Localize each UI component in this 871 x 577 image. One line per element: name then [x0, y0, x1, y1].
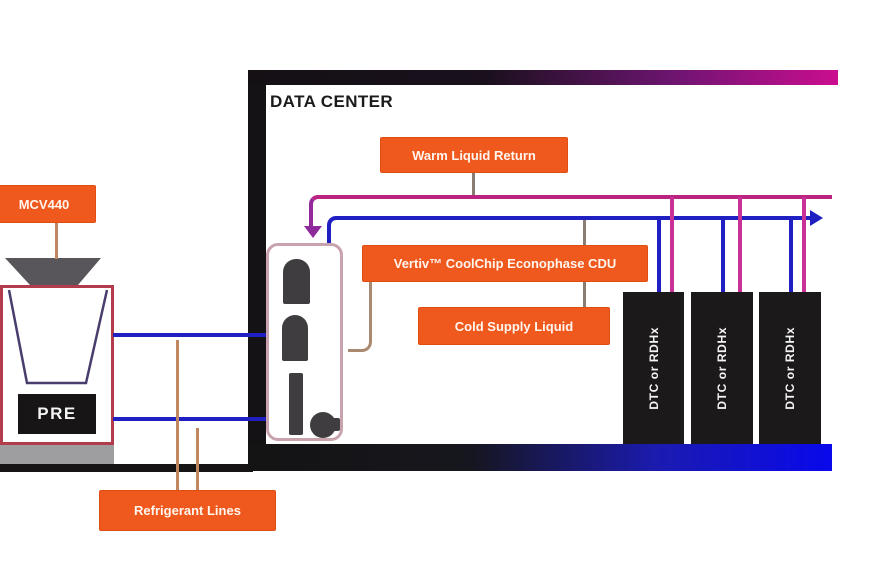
rack-dtc-rdhx-2: DTC or RDHx — [691, 292, 753, 444]
rack-label: DTC or RDHx — [783, 326, 797, 410]
warm-return-pointer-line — [472, 171, 475, 196]
down-arrow-icon — [304, 226, 322, 238]
refrigerant-line-2 — [196, 428, 199, 491]
data-center-top-border — [248, 70, 838, 85]
cdu-tank-icon — [282, 315, 308, 361]
rack-dtc-rdhx-3: DTC or RDHx — [759, 292, 821, 444]
rack-dtc-rdhx-1: DTC or RDHx — [623, 292, 684, 444]
cold-supply-pipe — [327, 216, 812, 244]
rack2-warm-pipe — [738, 197, 742, 293]
mcv440-label: MCV440 — [0, 185, 96, 223]
outdoor-supply-pipe — [113, 333, 285, 337]
rack-label: DTC or RDHx — [715, 326, 729, 410]
warm-return-pipe — [309, 195, 832, 227]
ground-line — [0, 464, 253, 472]
mcv440-pointer-line — [55, 222, 58, 259]
refrigerant-line-1 — [176, 340, 179, 491]
right-arrow-icon — [810, 210, 823, 226]
outdoor-return-pipe — [113, 417, 285, 421]
data-center-title: DATA CENTER — [270, 92, 394, 111]
data-center-left-wall — [248, 70, 266, 471]
cdu-label: Vertiv™ CoolChip Econophase CDU — [362, 245, 648, 282]
cdu-pump-icon — [310, 412, 336, 438]
condenser-coil-icon — [7, 289, 109, 385]
rack1-cold-pipe — [657, 219, 661, 293]
rack-label: DTC or RDHx — [646, 326, 661, 410]
cdu-pipe-icon — [289, 373, 303, 435]
pre-label: PRE — [18, 394, 96, 434]
rack2-cold-pipe — [721, 219, 725, 293]
rack3-warm-pipe — [802, 197, 806, 293]
rack3-cold-pipe — [789, 219, 793, 293]
refrigerant-lines-label: Refrigerant Lines — [99, 490, 276, 531]
cdu-pointer-line — [348, 281, 372, 352]
rack1-warm-pipe — [670, 197, 674, 293]
warm-liquid-return-label: Warm Liquid Return — [380, 137, 568, 173]
cdu-tank-icon — [283, 259, 310, 304]
condenser-fan-icon — [5, 258, 101, 285]
cdu-unit — [266, 243, 343, 441]
data-center-floor-pipe — [248, 444, 832, 471]
cold-supply-liquid-label: Cold Supply Liquid — [418, 307, 610, 345]
condenser-pedestal — [0, 445, 114, 464]
cdu-pump-outlet-icon — [332, 418, 340, 431]
